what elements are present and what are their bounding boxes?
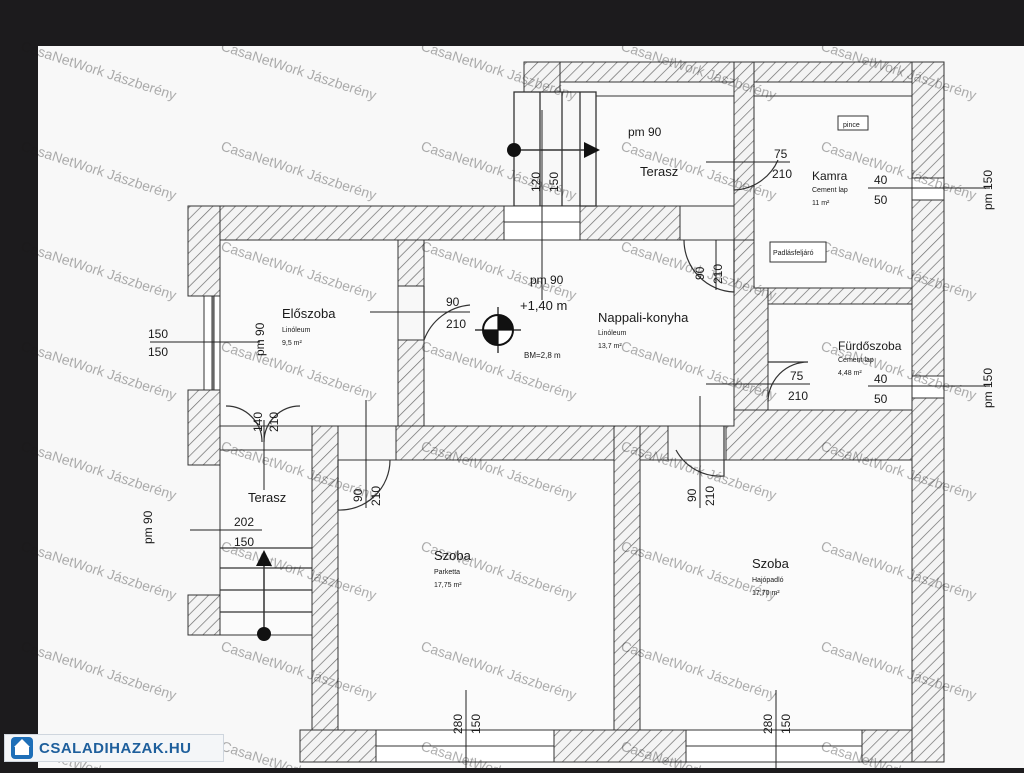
stair-arrow-up [256, 550, 272, 566]
site-badge-text: CSALADIHAZAK.HU [39, 739, 192, 757]
dim-terasz-left-w: 202 [234, 515, 254, 529]
door-swings [225, 140, 809, 511]
dim-pm150-kamra: pm 150 [981, 170, 995, 210]
room-nappali-name: Nappali-konyha [598, 310, 689, 325]
room-kamra-floor: Cement lap [812, 187, 848, 194]
dim-kamra-door-h: 210 [772, 167, 792, 181]
dim-furdo-window-w: 40 [874, 372, 888, 386]
room-terasz-left-fill [219, 449, 313, 636]
room-szoba-right-fill [639, 459, 913, 731]
wall-west-upper [187, 205, 221, 297]
room-szoba-right-name: Szoba [752, 556, 790, 571]
padlas-label: Padlásfeljáró [773, 250, 814, 257]
dim-window-szoba-left-w: 150 [469, 714, 483, 734]
room-kamra-name: Kamra [812, 169, 848, 183]
dim-pm90-terasz-left: pm 90 [141, 510, 155, 544]
room-szoba-left-fill [337, 459, 615, 731]
dim-stair-150: 150 [547, 172, 561, 192]
dim-pm90-stair: pm 90 [530, 273, 564, 287]
dim-nappali-door-w: 90 [693, 266, 707, 280]
fixtures: pince Padlásfeljáró [769, 115, 869, 263]
dim-szoba-left-door-w: 90 [351, 488, 365, 502]
stair-start-dot-top [507, 143, 521, 157]
dim-door-eloszoba-h: 210 [446, 317, 466, 331]
room-labels: Előszoba Linóleum 9,5 m² Nappali-konyha … [248, 164, 902, 597]
dim-furdo-door-w: 75 [790, 369, 804, 383]
dim-door-eloszoba-w: 90 [446, 295, 460, 309]
dim-furdo-door-h: 210 [788, 389, 808, 403]
dim-window-szoba-right-h: 280 [761, 714, 775, 734]
room-eloszoba-floor: Linóleum [282, 327, 311, 334]
room-szoba-left-area: 17,75 m² [434, 582, 462, 589]
dim-pm90-eloszoba: pm 90 [253, 322, 267, 356]
dim-kamra-window-w: 40 [874, 173, 888, 187]
dim-szoba-left-door-h: 210 [369, 486, 383, 506]
wall-west-low [187, 594, 221, 636]
dimension-texts: pm 90 pm 90 90 210 150 150 75 210 40 50 … [148, 125, 888, 549]
pince-label: pince [843, 122, 860, 129]
survey-mark [475, 307, 521, 353]
dim-terasz-door-h: 210 [267, 412, 281, 432]
dim-window-szoba-right-w: 150 [779, 714, 793, 734]
room-fills [219, 95, 913, 731]
level-label: +1,40 m [520, 298, 567, 313]
dimension-lines [150, 110, 990, 768]
dim-kamra-door-w: 75 [774, 147, 788, 161]
pince-box [837, 115, 869, 131]
dim-window-west-h: 150 [148, 345, 168, 359]
room-szoba-right-area: 17,70 m² [752, 590, 780, 597]
room-nappali-floor: Linóleum [598, 330, 627, 337]
windows [203, 177, 945, 763]
dim-kamra-window-h: 50 [874, 193, 888, 207]
room-furdo-floor: Cement lap [838, 357, 874, 364]
wall-kamra-furdo [767, 287, 913, 305]
room-kamra-area: 11 m² [812, 200, 830, 207]
vertical-dimension-texts: 120 150 pm 90 90 210 90 210 90 210 140 2… [141, 170, 995, 734]
room-furdo-fill [767, 303, 913, 411]
stairs-left [220, 547, 312, 635]
dim-window-szoba-left-h: 280 [451, 714, 465, 734]
room-nappali-fill [423, 239, 735, 427]
dim-terasz-left-h: 150 [234, 535, 254, 549]
room-szoba-left-floor: Parketta [434, 569, 460, 576]
bm-label: BM=2,8 m [524, 351, 561, 360]
padlas-box [769, 241, 827, 263]
dim-stair-120: 120 [529, 172, 543, 192]
wall-north-mid [579, 205, 681, 241]
wall-between-szoba [613, 425, 641, 763]
room-furdo-name: Fürdőszoba [838, 339, 902, 353]
wall-west-mid [187, 389, 221, 466]
dim-furdo-window-h: 50 [874, 392, 888, 406]
stair-start-dot-left [257, 627, 271, 641]
wall-north-left [187, 205, 505, 241]
dim-szoba-right-door-w: 90 [685, 488, 699, 502]
dim-window-west-w: 150 [148, 327, 168, 341]
room-terasz-left-name: Terasz [248, 490, 286, 505]
stair-arrow-right [584, 142, 600, 158]
room-szoba-left-name: Szoba [434, 548, 472, 563]
dim-terasz-door-w: 140 [251, 412, 265, 432]
dim-pm90-terasz: pm 90 [628, 125, 662, 139]
site-badge[interactable]: CSALADIHAZAK.HU [4, 734, 224, 762]
room-terasz-top-fill [595, 95, 735, 207]
room-eloszoba-name: Előszoba [282, 306, 336, 321]
room-eloszoba-fill [219, 239, 399, 427]
room-terasz-top-name: Terasz [640, 164, 678, 179]
dim-pm150-furdo: pm 150 [981, 368, 995, 408]
dim-szoba-right-door-h: 210 [703, 486, 717, 506]
dim-nappali-door-h: 210 [711, 264, 725, 284]
room-furdo-area: 4,48 m² [838, 370, 862, 377]
room-eloszoba-area: 9,5 m² [282, 340, 303, 347]
room-nappali-area: 13,7 m² [598, 343, 622, 350]
room-szoba-right-floor: Hajópadló [752, 577, 784, 584]
house-icon [11, 737, 33, 759]
